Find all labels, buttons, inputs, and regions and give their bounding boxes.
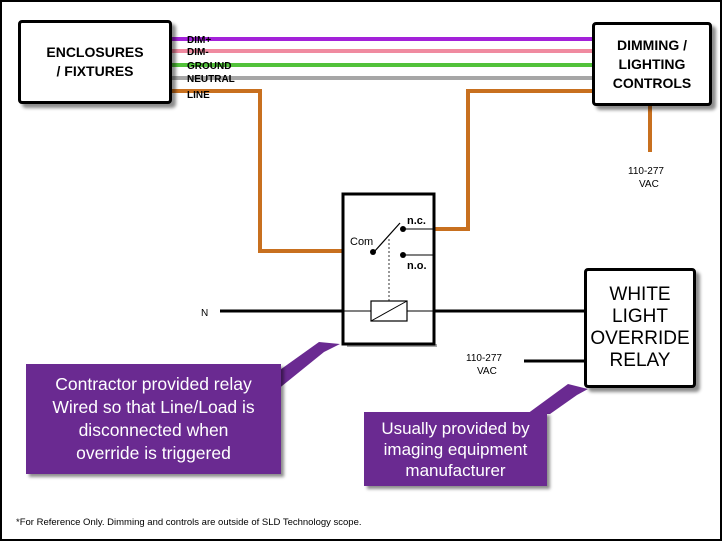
relay-label-nc: n.c.	[407, 215, 426, 227]
wire-label-ground: GROUND	[187, 61, 231, 72]
callout-contractor-relay: Contractor provided relay Wired so that …	[26, 364, 281, 474]
relay-switch-arm	[373, 222, 401, 253]
wire-label-line: LINE	[187, 90, 210, 101]
dimming-lighting-controls-box: DIMMING / LIGHTING CONTROLS	[592, 22, 712, 106]
callout-imaging-arrow	[527, 384, 588, 414]
relay-terminal-nc	[400, 226, 406, 232]
callout-relay-arrow	[277, 342, 340, 390]
override-voltage-line2: VAC	[477, 366, 497, 377]
relay-terminal-com	[370, 249, 376, 255]
enclosures-fixtures-box: ENCLOSURES / FIXTURES	[18, 20, 172, 104]
relay-terminal-no	[400, 252, 406, 258]
relay-label-com: Com	[350, 236, 373, 248]
controls-voltage-line2: VAC	[639, 179, 659, 190]
relay-coil-diagonal	[370, 300, 408, 322]
wire-line-enclosures	[172, 89, 372, 253]
footnote: *For Reference Only. Dimming and control…	[16, 517, 362, 528]
wire-label-n: N	[201, 308, 208, 319]
relay-label-no: n.o.	[407, 260, 427, 272]
callout-imaging-manufacturer: Usually provided by imaging equipment ma…	[364, 412, 547, 486]
wire-label-neutral: NEUTRAL	[187, 74, 235, 85]
wire-label-dim-plus: DIM+	[187, 35, 211, 46]
controls-voltage-line1: 110-277	[628, 166, 664, 177]
wire-label-dim-minus: DIM-	[187, 47, 209, 58]
white-light-override-relay-box: WHITE LIGHT OVERRIDE RELAY	[584, 268, 696, 388]
override-voltage-line1: 110-277	[466, 353, 502, 364]
relay-box-shadow	[347, 344, 437, 347]
